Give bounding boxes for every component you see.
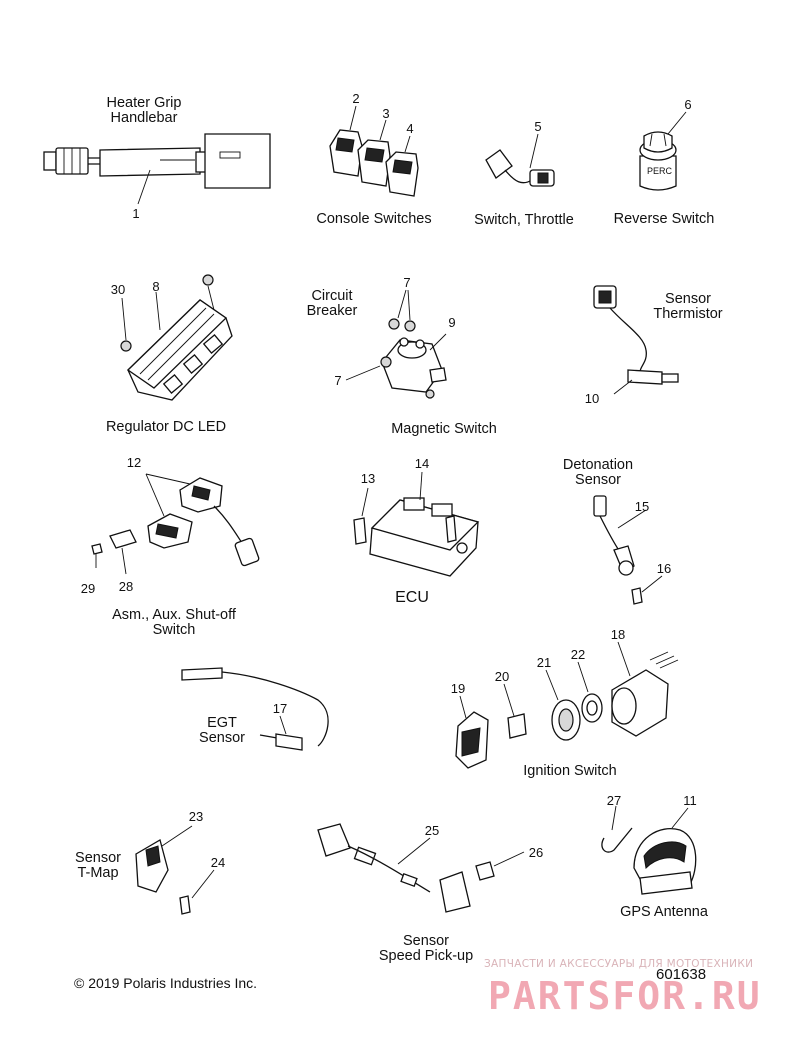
label-detonation-sensor: Detonation Sensor (562, 457, 634, 488)
callout-10: 10 (584, 391, 600, 406)
watermark-logo: PARTSFOR.RU (488, 974, 762, 1018)
label-switch-throttle: Switch, Throttle (474, 212, 574, 228)
callout-5: 5 (534, 119, 542, 134)
callout-26: 26 (528, 845, 544, 860)
callout-14: 14 (414, 456, 430, 471)
callout-7-lower: 7 (334, 373, 342, 388)
label-speed-pickup: Sensor Speed Pick-up (378, 933, 474, 964)
callout-23: 23 (188, 809, 204, 824)
callout-13: 13 (360, 471, 376, 486)
label-magnetic-switch: Magnetic Switch (391, 421, 497, 437)
label-circuit-breaker: Circuit Breaker (306, 288, 358, 319)
ignition-switch-drawing (455, 641, 679, 769)
callout-8: 8 (152, 279, 160, 294)
reverse-switch-drawing (639, 111, 687, 191)
callout-27: 27 (606, 793, 622, 808)
callout-24: 24 (210, 855, 226, 870)
callout-4: 4 (406, 121, 414, 136)
ecu-drawing (353, 471, 480, 577)
copyright-notice: © 2019 Polaris Industries Inc. (74, 975, 258, 991)
callout-20: 20 (494, 669, 510, 684)
callout-25: 25 (424, 823, 440, 838)
callout-1: 1 (132, 206, 140, 221)
callout-16: 16 (656, 561, 672, 576)
callout-7-upper: 7 (403, 275, 411, 290)
callout-12: 12 (126, 455, 142, 470)
callout-30: 30 (110, 282, 126, 297)
callout-3: 3 (382, 106, 390, 121)
console-switches-drawing (329, 105, 419, 197)
gps-antenna-drawing (601, 805, 697, 895)
callout-17: 17 (272, 701, 288, 716)
callout-19: 19 (450, 681, 466, 696)
label-ignition-switch: Ignition Switch (523, 763, 617, 779)
magnetic-switch-drawing (345, 289, 447, 399)
callout-2: 2 (352, 91, 360, 106)
callout-21: 21 (536, 655, 552, 670)
reverse-switch-mark: PERC (647, 166, 673, 176)
callout-22: 22 (570, 647, 586, 662)
throttle-switch-drawing (485, 133, 555, 187)
label-egt-sensor: EGT Sensor (199, 715, 245, 746)
label-gps-antenna: GPS Antenna (620, 904, 708, 920)
label-console-switches: Console Switches (316, 211, 432, 227)
aux-shutoff-drawing (91, 473, 260, 575)
sensor-tmap-drawing (135, 825, 215, 915)
label-aux-shutoff: Asm., Aux. Shut-off Switch (112, 607, 236, 638)
heater-grip-drawing (43, 133, 271, 205)
sensor-thermistor-drawing (593, 285, 679, 395)
callout-9: 9 (448, 315, 456, 330)
callout-18: 18 (610, 627, 626, 642)
callout-28: 28 (118, 579, 134, 594)
label-regulator: Regulator DC LED (105, 419, 227, 435)
label-sensor-thermistor: Sensor Thermistor (653, 291, 723, 322)
regulator-drawing (120, 274, 233, 401)
egt-sensor-drawing (181, 667, 329, 751)
callout-11: 11 (683, 793, 697, 808)
label-reverse-switch: Reverse Switch (613, 211, 715, 227)
callout-29: 29 (80, 581, 96, 596)
watermark-tagline: ЗАПЧАСТИ И АКСЕССУАРЫ ДЛЯ МОТОТЕХНИКИ (484, 958, 754, 970)
speed-pickup-drawing (317, 823, 525, 913)
callout-6: 6 (684, 97, 692, 112)
callout-15: 15 (634, 499, 650, 514)
label-heater-grip-text: Heater Grip Handlebar (106, 95, 182, 126)
label-ecu: ECU (395, 589, 429, 606)
label-sensor-tmap: Sensor T-Map (75, 850, 121, 881)
label-heater-grip: Heater Grip Handlebar (107, 96, 182, 126)
diagram-id: 601638 (656, 966, 707, 983)
detonation-sensor-drawing (593, 495, 663, 605)
